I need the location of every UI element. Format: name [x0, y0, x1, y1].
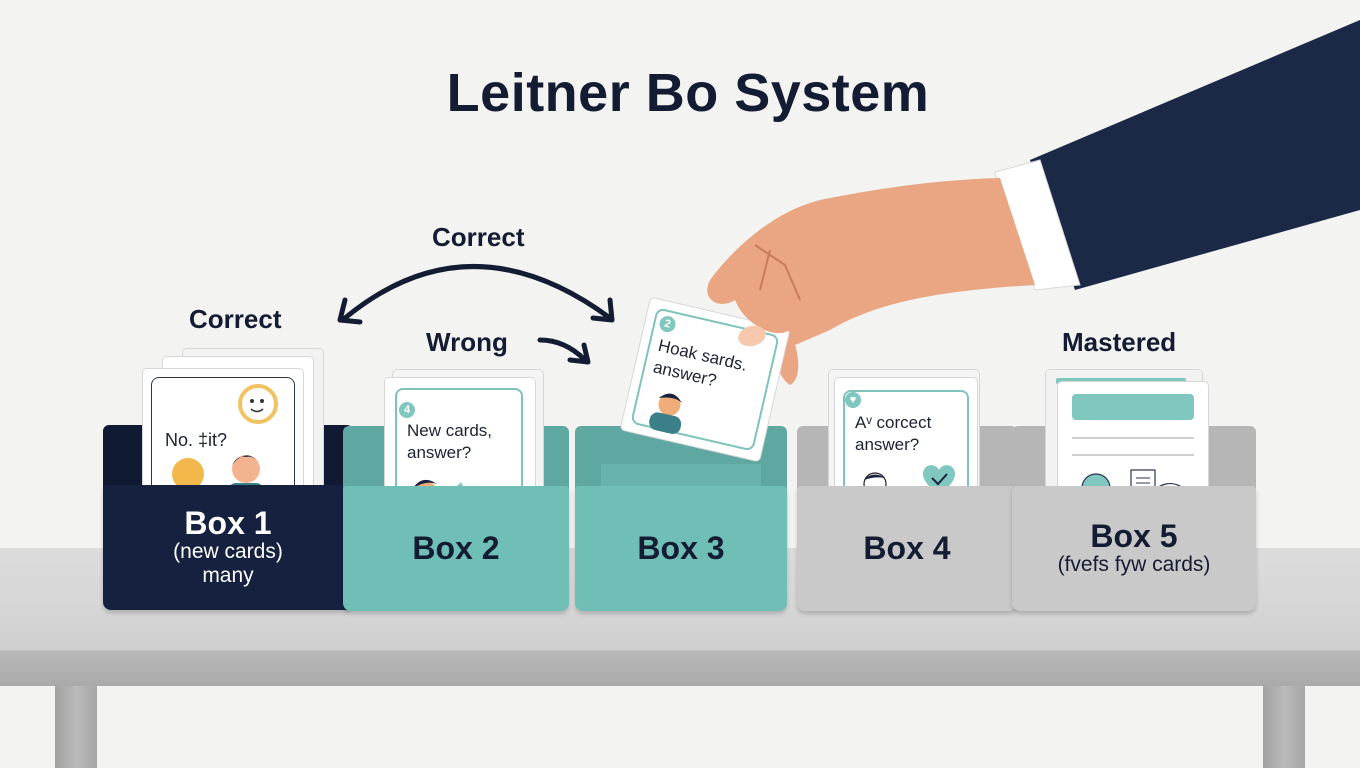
label-correct-left: Correct	[189, 304, 282, 334]
box-5[interactable]: Box 5 (fvefs fyw cards)	[1012, 370, 1256, 611]
box-3[interactable]: Box 3	[575, 426, 787, 611]
card-text: No. ‡it?	[165, 430, 228, 450]
card-text-line2: answer?	[855, 435, 920, 454]
sun-face-icon	[238, 384, 278, 424]
label-mastered: Mastered	[1062, 327, 1177, 357]
label-wrong: Wrong	[426, 327, 508, 357]
card-text-line1: Aᵛ corcect	[855, 413, 932, 432]
box-1-sub1: (new cards)	[173, 540, 283, 564]
table-leg-right	[1263, 686, 1305, 768]
table-edge	[0, 650, 1360, 686]
flashcard-in-hand[interactable]: 2 Hoak sards. answer?	[620, 297, 790, 462]
box-4-label: Box 4	[863, 529, 951, 566]
card-text-line1: New cards,	[407, 421, 493, 440]
box-2-label: Box 2	[412, 529, 500, 566]
box-1-front: Box 1 (new cards) many	[103, 485, 353, 610]
diagram-title: Leitner Bo System	[446, 63, 930, 123]
box-4[interactable]: ♥ Aᵛ corcect answer? Box 4	[797, 370, 1017, 611]
card-text-line2: answer?	[407, 443, 472, 462]
card-number-badge: 4	[399, 402, 415, 418]
box-1-sub2: many	[202, 564, 254, 588]
hand-icon	[172, 458, 204, 490]
card-header-bar	[1072, 394, 1194, 420]
arrowhead-left-icon	[337, 297, 363, 325]
box-2-front: Box 2	[343, 486, 569, 611]
box-5-front: Box 5 (fvefs fyw cards)	[1012, 486, 1256, 611]
box-1[interactable]: No. ‡it? Box 1 (new cards) many	[103, 349, 353, 610]
heart-check-icon	[923, 465, 955, 496]
box-5-sub: (fvefs fyw cards)	[1057, 553, 1211, 577]
arrowhead-right-icon	[590, 297, 615, 323]
hand-palm-icon	[707, 178, 1035, 385]
box-3-label: Box 3	[637, 529, 725, 566]
sleeve-icon	[1030, 20, 1360, 290]
arrowhead-wrong-icon	[567, 342, 591, 365]
heart-badge-icon: ♥	[845, 392, 861, 408]
box-4-front: Box 4	[797, 486, 1017, 611]
label-correct-top: Correct	[432, 222, 525, 252]
box-2[interactable]: 4 New cards, answer? Box 2	[343, 370, 569, 611]
person-icon	[232, 455, 260, 483]
box-5-label: Box 5	[1090, 517, 1178, 554]
person-icon	[658, 393, 681, 416]
box-1-label: Box 1	[184, 504, 272, 541]
table-leg-left	[55, 686, 97, 768]
wrong-arrow	[537, 337, 588, 363]
box-3-front: Box 3	[575, 486, 787, 611]
correct-arc-arrow	[342, 264, 613, 321]
